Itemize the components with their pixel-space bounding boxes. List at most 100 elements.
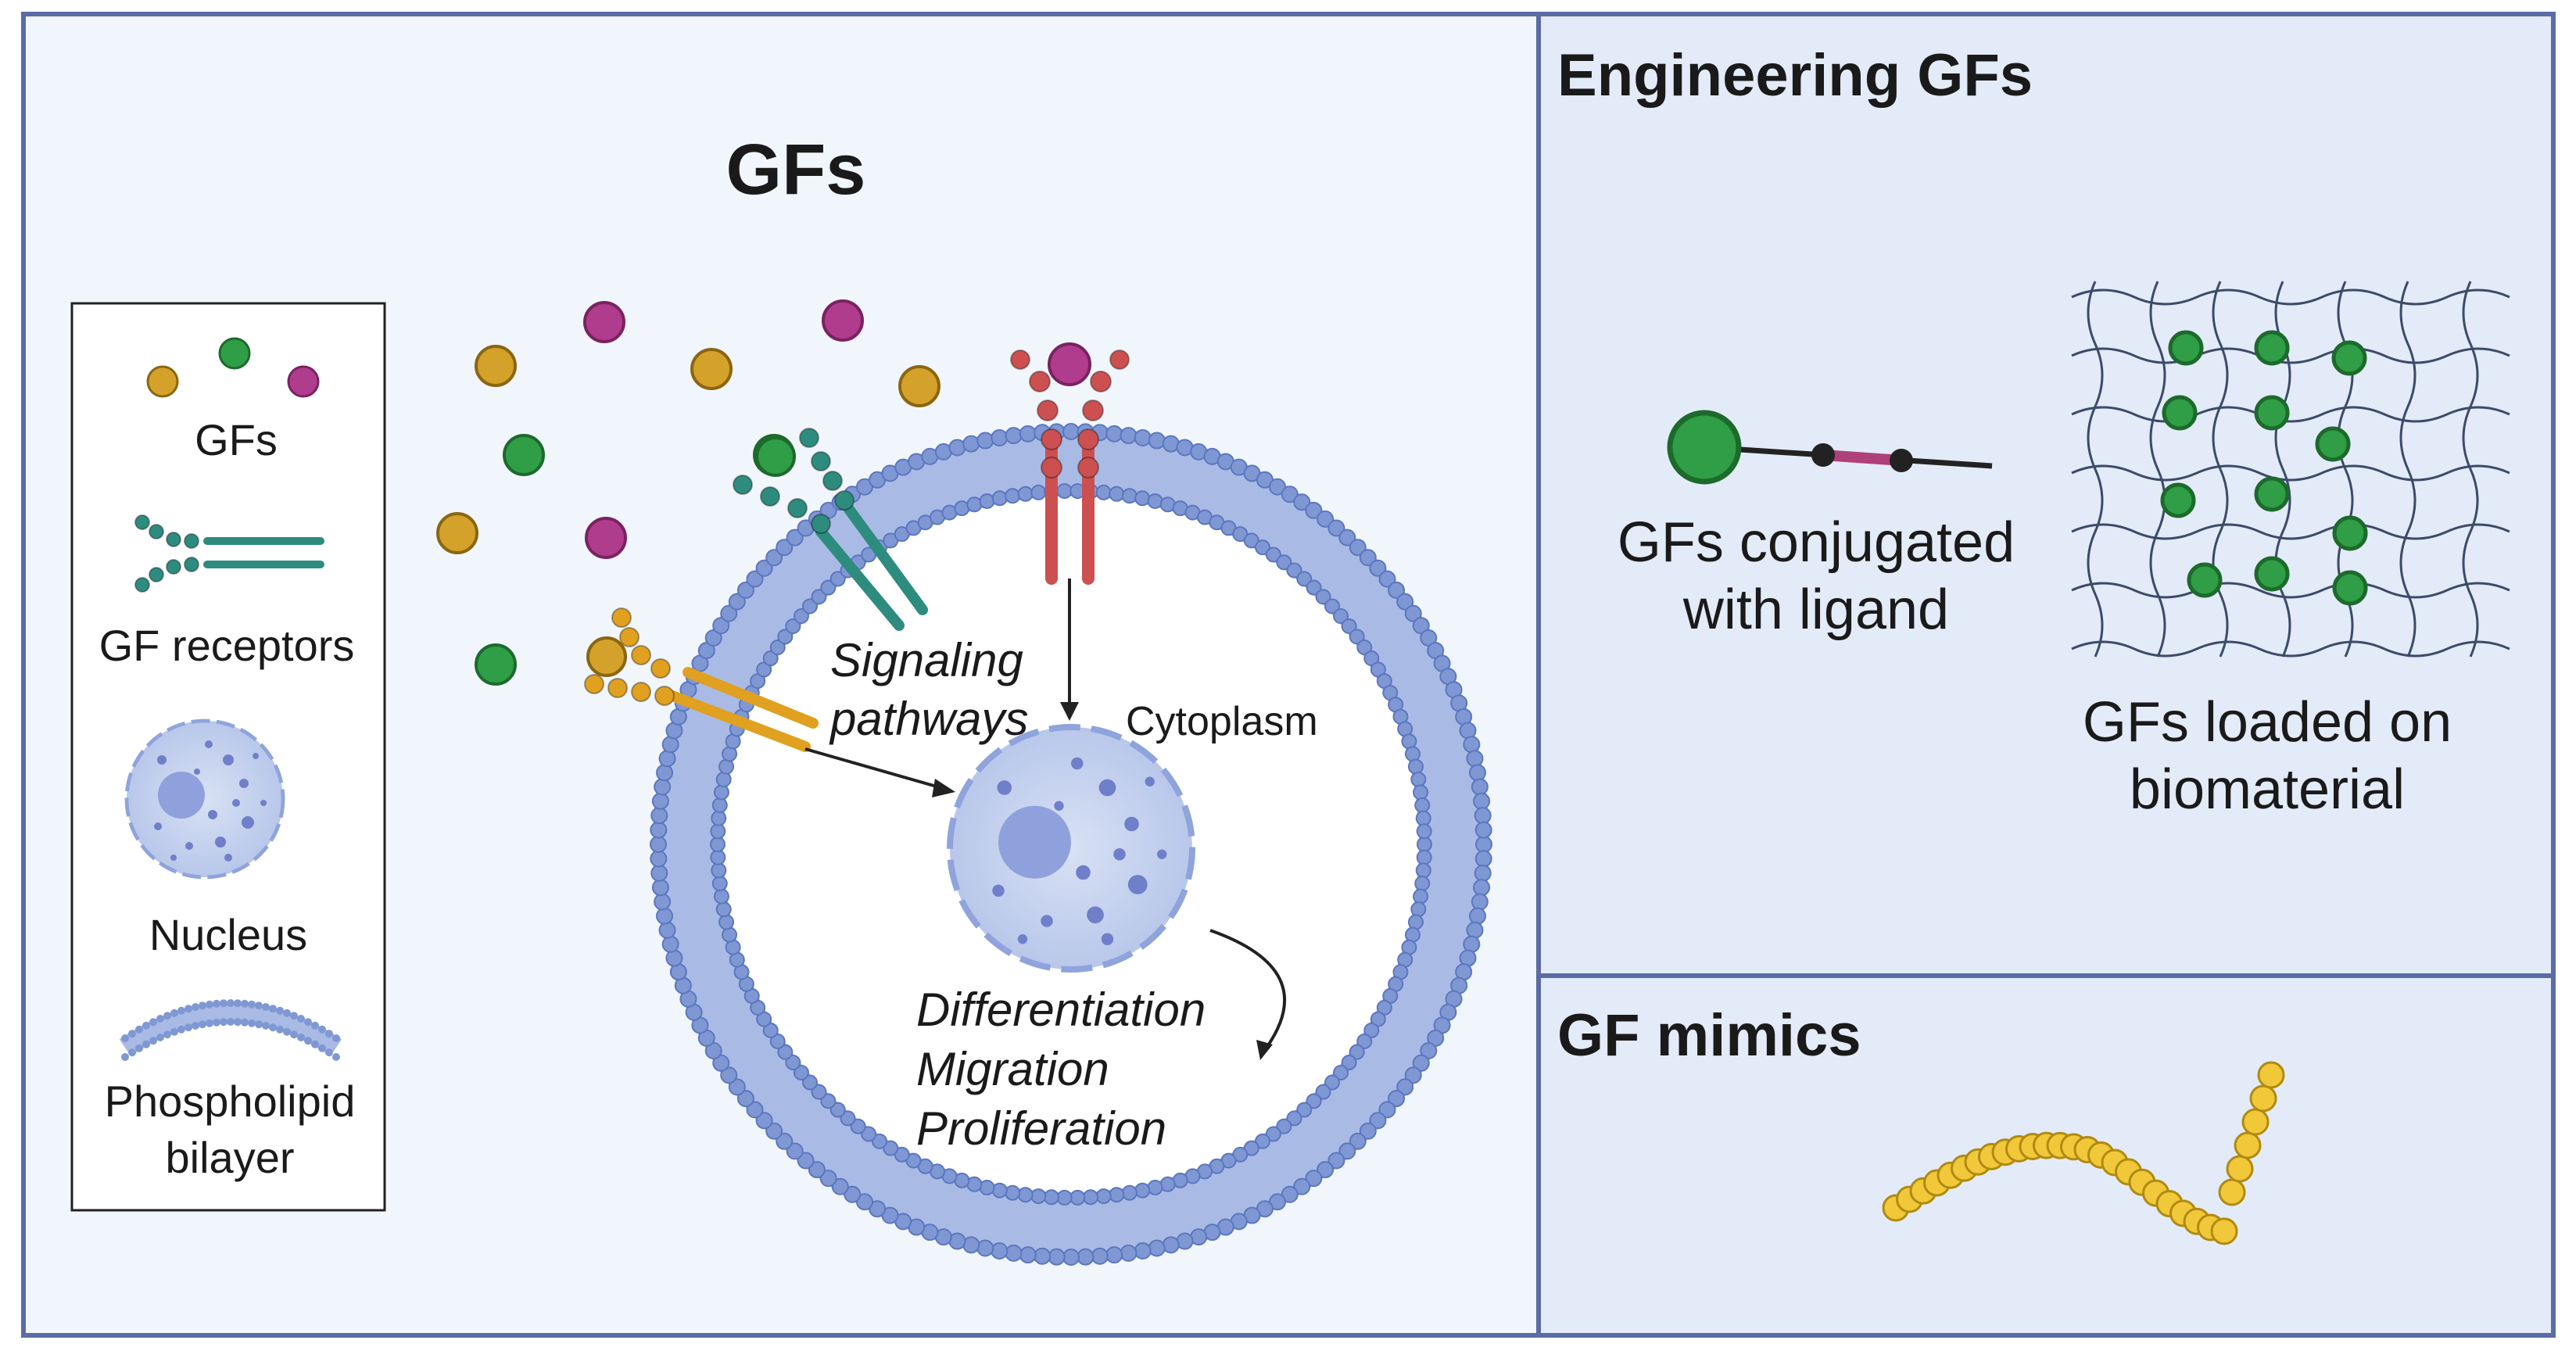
bound-gf-magenta: [1048, 342, 1091, 386]
loaded-gf: [2160, 482, 2196, 518]
bilayer-head: [149, 1018, 157, 1027]
lipid-head-outer: [1281, 486, 1299, 503]
mesh-fiber: [2071, 288, 2510, 306]
chromatin-dot: [185, 842, 193, 850]
bilayer-head: [304, 1018, 312, 1027]
lipid-head-inner: [710, 837, 726, 852]
signaling-label-line2: pathways: [829, 693, 1028, 745]
bilayer-head: [128, 1048, 136, 1057]
amino-acid-bead: [2226, 1155, 2254, 1183]
receptor-domain: [184, 557, 199, 572]
lipid-head-inner: [1333, 608, 1349, 625]
conjugated-label-line1: GFs conjugated: [1618, 511, 2015, 574]
bilayer-head: [199, 1001, 206, 1010]
lipid-head-inner: [1416, 849, 1432, 865]
bilayer-head: [199, 1020, 206, 1029]
lipid-head-outer: [1327, 519, 1345, 537]
signaling-label-line1: Signaling: [830, 634, 1023, 686]
lipid-head-outer: [1305, 1170, 1323, 1188]
lipid-head-outer: [720, 1066, 738, 1084]
gfs-main-panel: GFs GFs GF receptors Nucleus Phospholipi…: [23, 14, 1539, 1335]
lipid-head-outer: [1473, 879, 1491, 897]
lipid-head-outer: [962, 435, 980, 453]
bilayer-head: [269, 1005, 277, 1013]
conjugated-gf-icon: [1667, 410, 1993, 485]
bilayer-head: [269, 1023, 277, 1032]
bilayer-head: [262, 1022, 270, 1030]
bilayer-head: [241, 999, 249, 1008]
mesh-fiber: [2149, 281, 2166, 658]
lipid-head-inner: [1276, 554, 1292, 571]
lipid-head-outer: [1105, 1246, 1123, 1264]
loaded-gf: [2254, 395, 2290, 431]
lipid-head-outer: [1404, 1066, 1422, 1084]
chromatin-dot: [205, 740, 213, 748]
legend-label-gf-receptors: GF receptors: [99, 621, 355, 670]
lipid-head-inner: [710, 849, 726, 865]
receptor-domain: [134, 577, 150, 593]
bilayer-head: [276, 1025, 284, 1034]
legend-label-bilayer: bilayer: [166, 1133, 295, 1182]
biomaterial-mesh-icon: [2071, 281, 2510, 658]
lipid-head-outer: [948, 439, 966, 457]
lipid-head-inner: [1134, 490, 1151, 507]
bilayer-head: [121, 1053, 129, 1061]
gf-molecule: [475, 643, 517, 686]
lipid-head-outer: [1468, 907, 1486, 925]
cytoplasm-label: Cytoplasm: [1126, 699, 1318, 744]
lipid-head-inner: [1413, 784, 1429, 801]
lipid-head-outer: [1463, 935, 1481, 953]
lipid-head-inner: [1083, 1189, 1099, 1206]
chromatin-dot: [223, 754, 234, 765]
receptor-domain: [733, 475, 753, 495]
bilayer-head: [283, 1009, 291, 1017]
receptor-domain: [1041, 457, 1062, 478]
chromatin-dot: [215, 837, 226, 847]
lipid-head-inner: [1265, 546, 1281, 563]
lipid-head-inner: [1043, 1189, 1059, 1206]
receptor-domain: [822, 471, 843, 491]
lipid-head-outer: [650, 864, 668, 882]
lipid-head-inner: [1414, 876, 1431, 892]
lipid-head-outer: [650, 807, 668, 825]
bilayer-head: [248, 1019, 256, 1027]
lipid-head-inner: [1410, 771, 1427, 787]
gf-molecule: [585, 517, 627, 559]
receptor-stalk: [815, 526, 905, 631]
bilayer-head: [262, 1003, 270, 1011]
receptor-domain: [1010, 349, 1030, 370]
chromatin-dot: [1145, 776, 1155, 786]
lipid-head-outer: [1420, 1042, 1438, 1059]
bilayer-head: [213, 999, 220, 1008]
receptor-domain: [799, 428, 819, 448]
legend-label-phospholipid: Phospholipid: [105, 1077, 356, 1126]
bilayer-head: [185, 1005, 192, 1013]
lipid-head-inner: [1410, 901, 1427, 918]
lipid-head-inner: [871, 1133, 887, 1149]
lipid-head-inner: [1341, 1055, 1357, 1071]
chromatin-dot: [1157, 849, 1167, 859]
lipid-head-inner: [1296, 571, 1313, 587]
gf-mimics-panel: GF mimics: [1539, 976, 2553, 1335]
lipid-head-inner: [713, 784, 729, 801]
bilayer-head: [213, 1018, 220, 1027]
receptor-domain: [1082, 400, 1104, 421]
bilayer-head: [142, 1040, 150, 1048]
receptor-stalk: [667, 690, 811, 752]
arrow-outcome: [1209, 929, 1287, 1049]
lipid-head-inner: [710, 823, 726, 840]
lipid-head-inner: [1416, 823, 1432, 840]
bilayer-head: [234, 1018, 242, 1027]
lipid-head-outer: [736, 581, 754, 599]
lipid-head-outer: [1378, 570, 1396, 588]
lipid-head-outer: [654, 778, 672, 796]
bilayer-head: [121, 1034, 129, 1042]
outcome-proliferation: Proliferation: [916, 1102, 1166, 1155]
lipid-head-inner: [1324, 1074, 1341, 1091]
lipid-head-inner: [1306, 579, 1322, 596]
lipid-head-inner: [1370, 1011, 1386, 1027]
lipid-head-inner: [785, 618, 801, 634]
lipid-head-inner: [777, 1044, 794, 1060]
mesh-fiber: [2462, 281, 2479, 658]
bilayer-head: [332, 1053, 340, 1061]
